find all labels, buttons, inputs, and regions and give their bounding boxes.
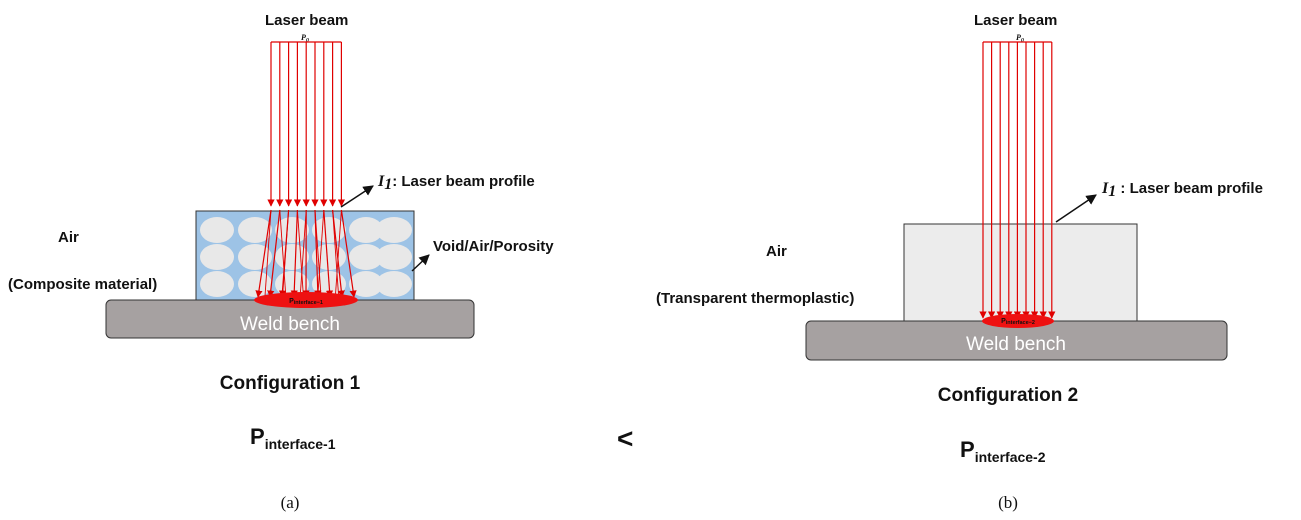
void-ellipse: [376, 271, 412, 297]
void-label: Void/Air/Porosity: [433, 238, 554, 255]
scattered-ray: [317, 209, 325, 297]
laser-beam-label-b: Laser beam: [974, 12, 1057, 29]
interface-spot-a: [254, 292, 358, 308]
weld-bench-label-a: Weld bench: [240, 314, 340, 335]
scattered-ray: [282, 209, 290, 297]
air-label-b: Air: [766, 243, 787, 260]
weld-bench-label-b: Weld bench: [966, 334, 1066, 355]
p0-label-a: P0: [301, 33, 309, 44]
material-label-a: (Composite material): [8, 276, 157, 293]
void-ellipse: [349, 217, 383, 243]
panel-a: Laser beam P0 Weld bench Pinterface−1 I1…: [8, 12, 554, 512]
comparison-symbol: <: [617, 423, 633, 454]
refracted-ray: [255, 209, 272, 298]
profile-label-b: I1 : Laser beam profile: [1101, 180, 1263, 200]
profile-label-a: I1: Laser beam profile: [377, 173, 535, 193]
refracted-ray: [314, 209, 322, 298]
interface-spot-b: [982, 314, 1054, 328]
void-ellipse: [200, 271, 234, 297]
scattered-ray: [296, 209, 304, 297]
interface-spot-label-a: Pinterface−1: [289, 298, 323, 306]
scattered-ray: [314, 209, 322, 297]
panel-b: Laser beam P0 Weld bench Pinterface−2 I1…: [656, 12, 1263, 512]
config-title-a: Configuration 1: [220, 373, 361, 394]
refracted-ray: [267, 209, 281, 298]
power-label-a: Pinterface-1: [250, 424, 336, 452]
air-label-a: Air: [58, 229, 79, 246]
void-ellipse: [376, 217, 412, 243]
scattered-ray: [332, 209, 340, 297]
caption-b: (b): [998, 493, 1018, 512]
material-label-b: (Transparent thermoplastic): [656, 290, 854, 307]
refracted-ray: [290, 209, 298, 298]
caption-a: (a): [281, 493, 300, 512]
thermoplastic-block: [903, 223, 1138, 322]
laser-beam-rays-b: [979, 41, 1056, 319]
scattered-ray: [299, 209, 307, 297]
scattered-ray: [334, 209, 342, 297]
void-ellipse: [200, 217, 234, 243]
void-ellipse: [312, 217, 346, 243]
laser-beam-label-a: Laser beam: [265, 12, 348, 29]
scattered-ray: [279, 209, 287, 297]
void-ellipse: [200, 244, 234, 270]
refracted-ray: [323, 209, 334, 298]
config-title-b: Configuration 2: [938, 385, 1078, 406]
interface-spot-label-b: Pinterface−2: [1001, 318, 1035, 326]
power-label-b: Pinterface-2: [960, 437, 1046, 465]
laser-beam-rays-a: [255, 41, 357, 298]
profile-pointer-arrow-b: [1055, 194, 1097, 223]
scattered-ray: [264, 209, 272, 297]
void-ellipse: [349, 244, 383, 270]
p0-label-b: P0: [1016, 33, 1024, 44]
refracted-ray: [340, 209, 357, 298]
void-ellipse: [275, 217, 309, 243]
refracted-ray: [332, 209, 345, 298]
void-ellipse: [238, 271, 272, 297]
profile-pointer-arrow-a: [340, 185, 374, 208]
void-ellipse: [376, 244, 412, 270]
void-pointer-arrow: [411, 254, 430, 272]
void-ellipse: [238, 217, 272, 243]
void-ellipse: [349, 271, 383, 297]
